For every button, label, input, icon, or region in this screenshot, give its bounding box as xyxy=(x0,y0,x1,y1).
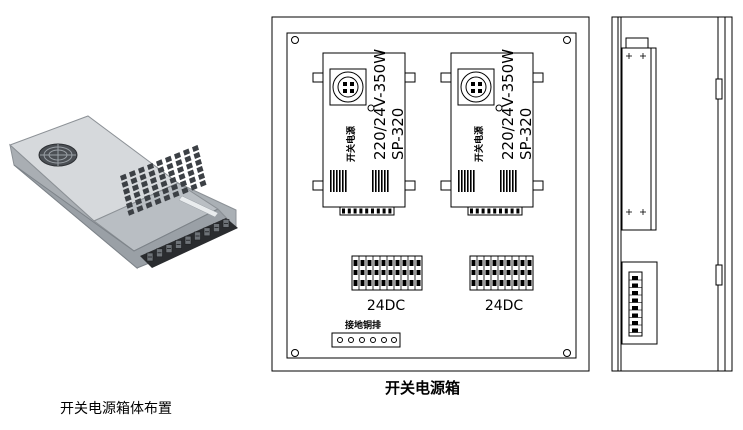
psu-rating-label: 220/24V-350W xyxy=(499,49,517,160)
photo-terminal-block xyxy=(140,218,238,268)
mount-hole xyxy=(563,36,571,44)
terminal-block-2 xyxy=(469,255,534,291)
vent-slots xyxy=(500,170,517,192)
center-caption: 开关电源箱 xyxy=(385,379,461,397)
terminal-label-1: 24DC xyxy=(367,298,406,314)
hinge xyxy=(715,264,723,286)
mount-hole xyxy=(291,36,299,44)
vent-slots xyxy=(330,170,347,192)
psu-model-label: SP-320 xyxy=(517,108,535,160)
psu-rating-label: 220/24V-350W xyxy=(371,49,389,160)
mount-hole xyxy=(291,349,299,357)
fan-icon xyxy=(38,143,78,167)
psu-chinese-label: 开关电源 xyxy=(345,126,357,162)
psu-unit-2: 开关电源 220/24V-350W SP-320 xyxy=(440,49,544,216)
mount-hole xyxy=(563,349,571,357)
psu-chinese-label: 开关电源 xyxy=(473,126,485,162)
terminal-block-1 xyxy=(351,255,423,291)
side-terminal-stack xyxy=(629,276,642,333)
vent-grid xyxy=(120,144,207,216)
ground-bar-label: 接地铜排 xyxy=(345,319,381,331)
vent-slots xyxy=(372,170,389,192)
psu-unit-1: 开关电源 220/24V-350W SP-320 xyxy=(312,49,416,216)
psu-terminal-strip xyxy=(467,206,523,216)
psu-photo xyxy=(9,115,238,270)
psu-model-label: SP-320 xyxy=(389,108,407,160)
hinge xyxy=(715,78,723,100)
vent-slots xyxy=(458,170,475,192)
front-panel-drawing: 开关电源 220/24V-350W SP-320 开 xyxy=(271,16,590,372)
fan-icon xyxy=(329,68,367,106)
terminal-label-2: 24DC xyxy=(485,298,524,314)
ground-bar xyxy=(331,332,401,348)
side-view-drawing xyxy=(611,16,733,372)
fan-icon xyxy=(457,68,495,106)
left-caption: 开关电源箱体布置 xyxy=(60,401,172,417)
psu-terminal-strip xyxy=(339,206,395,216)
